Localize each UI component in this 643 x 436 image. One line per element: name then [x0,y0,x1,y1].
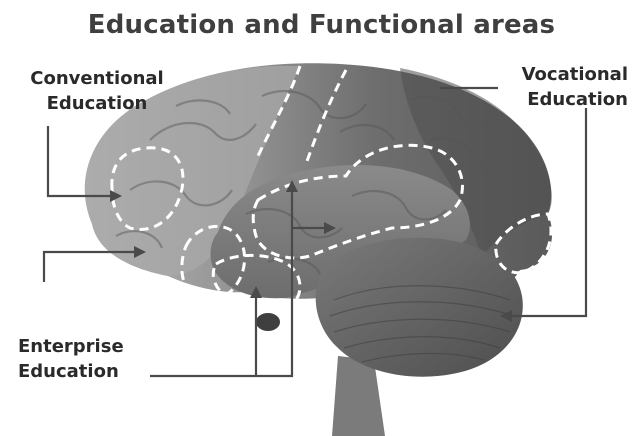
label-vocational-line2: Education [486,87,628,112]
label-enterprise-education: Enterprise Education [18,334,158,384]
cerebellum [316,238,523,377]
label-conventional-line1: Conventional [14,66,180,91]
label-conventional-line2: Education [14,91,180,116]
label-enterprise-line1: Enterprise [18,334,158,359]
label-enterprise-line2: Education [18,359,158,384]
label-conventional-education: Conventional Education [14,66,180,116]
pituitary-gland [256,313,280,331]
label-vocational-line1: Vocational [486,62,628,87]
label-vocational-education: Vocational Education [486,62,628,112]
